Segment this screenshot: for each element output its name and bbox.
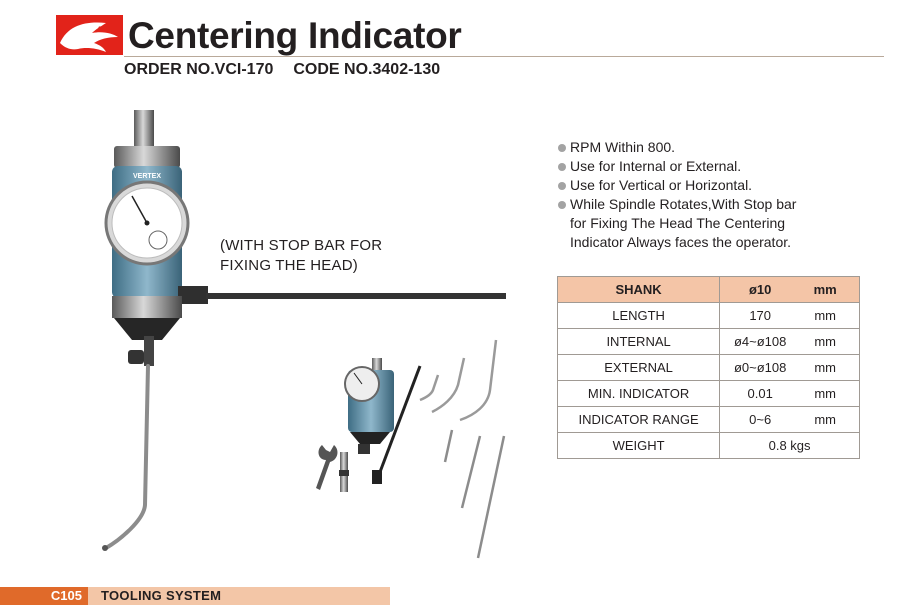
order-number: ORDER NO.VCI-170: [124, 61, 274, 78]
spec-label: MIN. INDICATOR: [556, 380, 721, 407]
eagle-logo-icon: [56, 15, 123, 55]
spec-value: ø4~ø108: [733, 334, 787, 349]
feature-item: Use for Internal or External.: [556, 157, 856, 176]
spec-value-cell: 0.01 mm: [719, 380, 860, 407]
bullet-dot-icon: [558, 201, 566, 209]
page-title: Centering Indicator: [128, 15, 462, 56]
spec-value-cell: ø0~ø108 mm: [719, 354, 860, 381]
feature-item: While Spindle Rotates,With Stop bar: [556, 195, 856, 214]
spec-unit: mm: [814, 308, 836, 323]
spec-value-cell: 170 mm: [719, 302, 860, 329]
feature-list: RPM Within 800. Use for Internal or Exte…: [556, 138, 856, 252]
spec-value: ø0~ø108: [733, 360, 787, 375]
spec-label: LENGTH: [556, 302, 721, 329]
bullet-dot-icon: [558, 144, 566, 152]
brand-label: VERTEX: [133, 173, 161, 180]
spec-unit: mm: [814, 360, 836, 375]
spec-unit: mm: [814, 334, 836, 349]
code-number: CODE NO.3402-130: [293, 61, 441, 78]
bullet-dot-icon: [558, 163, 566, 171]
table-row: WEIGHT 0.8 kgs: [556, 432, 860, 459]
spec-label: INTERNAL: [556, 328, 721, 355]
spec-unit: mm: [813, 282, 837, 297]
callout-line-1: (WITH STOP BAR FOR: [220, 237, 383, 254]
spec-label: WEIGHT: [556, 432, 721, 459]
feature-item: RPM Within 800.: [556, 138, 856, 157]
footer-bar: [0, 587, 390, 605]
spec-value-cell: 0~6 mm: [719, 406, 860, 433]
table-row: INTERNAL ø4~ø108 mm: [556, 328, 860, 355]
table-row: EXTERNAL ø0~ø108 mm: [556, 354, 860, 381]
order-line: ORDER NO.VCI-170 CODE NO.3402-130: [124, 60, 440, 80]
stop-bar-callout: (WITH STOP BAR FOR FIXING THE HEAD): [220, 236, 382, 276]
spec-value: ø10: [748, 282, 772, 297]
spec-label: INDICATOR RANGE: [556, 406, 721, 433]
footer-section-title: TOOLING SYSTEM: [101, 588, 222, 603]
spec-label: SHANK: [556, 276, 721, 303]
feature-item-continued: for Fixing The Head The Centering: [570, 215, 786, 231]
spec-table-header: SHANK ø10 mm: [556, 276, 860, 303]
spec-value: 0~6: [749, 412, 772, 427]
table-row: MIN. INDICATOR 0.01 mm: [556, 380, 860, 407]
page-code: C105: [0, 587, 88, 605]
table-row: INDICATOR RANGE 0~6 mm: [556, 406, 860, 433]
table-row: LENGTH 170 mm: [556, 302, 860, 329]
spec-value: 0.8 kgs: [719, 432, 860, 459]
bullet-dot-icon: [558, 182, 566, 190]
spec-value-cell: ø4~ø108 mm: [719, 328, 860, 355]
title-divider: [124, 56, 884, 57]
spec-value: 0.01: [747, 386, 773, 401]
product-illustration: VERTEX: [102, 110, 506, 559]
spec-label: EXTERNAL: [556, 354, 721, 381]
feature-item-continued: Indicator Always faces the operator.: [570, 234, 792, 250]
callout-line-2: FIXING THE HEAD): [220, 257, 358, 274]
spec-value-cell: ø10 mm: [719, 276, 860, 303]
spec-unit: mm: [814, 412, 836, 427]
spec-unit: mm: [814, 386, 836, 401]
feature-item: Use for Vertical or Horizontal.: [556, 176, 856, 195]
spec-value: 170: [749, 308, 772, 323]
spec-table: SHANK ø10 mm LENGTH 170 mm INTERNAL ø4~ø10…: [556, 276, 860, 459]
